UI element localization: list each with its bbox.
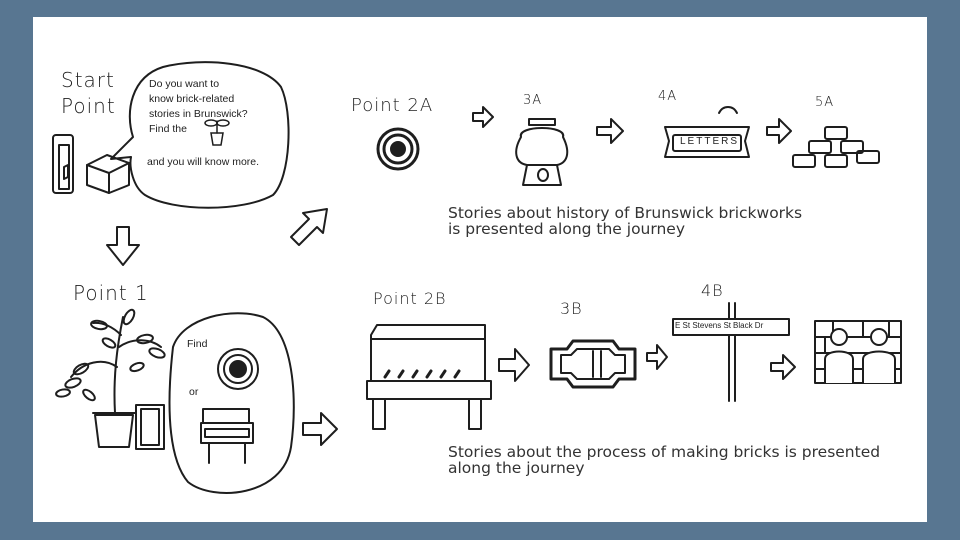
point-1-label: Point 1 xyxy=(73,281,149,305)
caption-b-line-2: along the journey xyxy=(448,459,585,477)
point2a-coin-icon xyxy=(376,127,420,171)
gumball-machine-icon xyxy=(515,118,569,186)
sketch-canvas xyxy=(52,61,902,494)
label-3b: 3B xyxy=(560,299,583,318)
letters-sign-icon xyxy=(664,106,750,158)
street-sign-right-text: Black Dr xyxy=(733,321,764,330)
bubble-line-3: stories in Brunswick? xyxy=(149,108,248,120)
street-sign-left-text: E St Stevens St xyxy=(675,321,732,330)
caption-b-line-1: Stories about the process of making bric… xyxy=(448,443,881,461)
point-2b-label: Point 2B xyxy=(373,289,447,308)
letters-sign-text: LETTERS xyxy=(680,136,740,147)
point1-piano-icon xyxy=(200,408,254,464)
slide: Start Point Point 1 Point 2A 3A 4A 5A Po… xyxy=(33,17,927,522)
label-3a: 3A xyxy=(523,93,543,108)
bubble-line-1: Do you want to xyxy=(149,78,220,90)
point-2a-label: Point 2A xyxy=(351,95,434,116)
up-right-arrow-icon xyxy=(290,208,328,246)
bricks-icon xyxy=(792,126,880,168)
right-arrow-icon-7 xyxy=(770,354,796,380)
point1-find-text: Find xyxy=(187,338,208,350)
point1-bubble-outline xyxy=(168,312,295,494)
point1-or-text: or xyxy=(189,386,199,398)
down-arrow-icon xyxy=(106,226,140,266)
bubble-line-4: Find the xyxy=(149,123,187,135)
start-point-label: Start Point xyxy=(61,68,116,118)
right-arrow-icon-6 xyxy=(646,344,668,370)
right-arrow-icon-2 xyxy=(472,106,494,128)
label-4b: 4B xyxy=(701,281,724,300)
start-point-icon xyxy=(52,134,130,194)
right-arrow-icon-3 xyxy=(596,118,624,144)
bubble-line-5: and you will know more. xyxy=(147,156,260,168)
right-arrow-icon-5 xyxy=(498,348,530,382)
right-arrow-icon-1 xyxy=(302,412,338,446)
caption-a-line-1: Stories about history of Brunswick brick… xyxy=(448,204,803,222)
right-arrow-icon-4 xyxy=(766,118,792,144)
label-4a: 4A xyxy=(658,89,678,104)
caption-a-line-2: is presented along the journey xyxy=(448,220,686,238)
dragonfly-plant-icon xyxy=(203,117,231,147)
brick-mould-icon xyxy=(549,339,637,389)
bubble-line-2: know brick-related xyxy=(149,93,235,105)
point2b-piano-icon xyxy=(366,324,492,430)
start-bubble-outline xyxy=(110,61,290,209)
label-5a: 5A xyxy=(815,95,835,110)
brick-wall-figures-icon xyxy=(814,320,902,384)
street-sign-icon xyxy=(672,302,790,402)
plant-icon xyxy=(55,308,166,450)
point1-coin-icon xyxy=(217,348,259,390)
